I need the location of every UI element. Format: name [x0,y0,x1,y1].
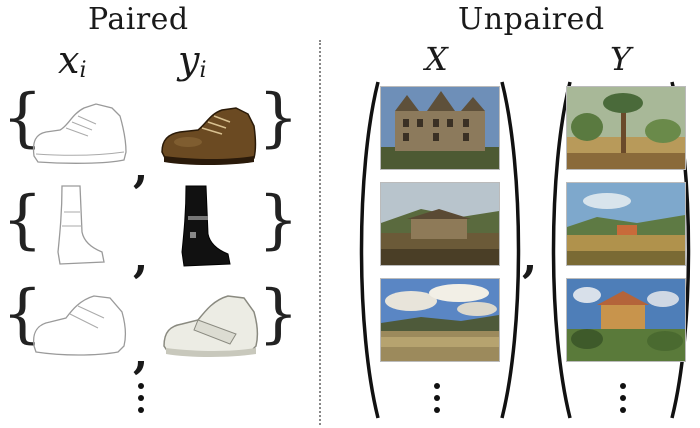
right-brace: } [258,183,299,257]
x-ellipsis [434,383,440,419]
left-paren-x [359,81,380,419]
right-brace: } [258,81,299,155]
shoe-sketch-icon [32,103,127,164]
left-brace: { [2,277,43,351]
unpaired-x-label: X [425,40,448,78]
sneaker-sketch-icon [32,295,126,356]
right-brace: } [258,277,299,351]
right-paren-x [500,81,521,419]
pair-comma: , [133,142,149,193]
pair-comma: , [133,232,149,283]
paired-ellipsis [138,383,144,419]
left-brace: { [2,183,43,257]
castle-photo [380,86,500,170]
unpaired-title: Unpaired [458,2,605,37]
paired-y-label: yi [178,38,207,83]
y-ellipsis [620,383,626,419]
unpaired-y-label: Y [610,40,632,78]
house-painting [566,278,686,362]
white-velcro-sneaker-icon [163,295,259,357]
paired-x-label: xi [58,38,87,83]
lake-clouds-photo [380,278,500,362]
section-divider [319,40,321,425]
tree-painting [566,86,686,170]
black-boot-icon [181,185,231,267]
countryside-painting [566,182,686,266]
pair-comma: , [133,328,149,379]
paired-title: Paired [88,2,189,37]
left-paren-y [551,81,572,419]
set-comma: , [522,232,538,283]
farmhouse-photo [380,182,500,266]
brown-oxford-shoe-icon [161,107,257,165]
boot-sketch-icon [57,185,105,265]
